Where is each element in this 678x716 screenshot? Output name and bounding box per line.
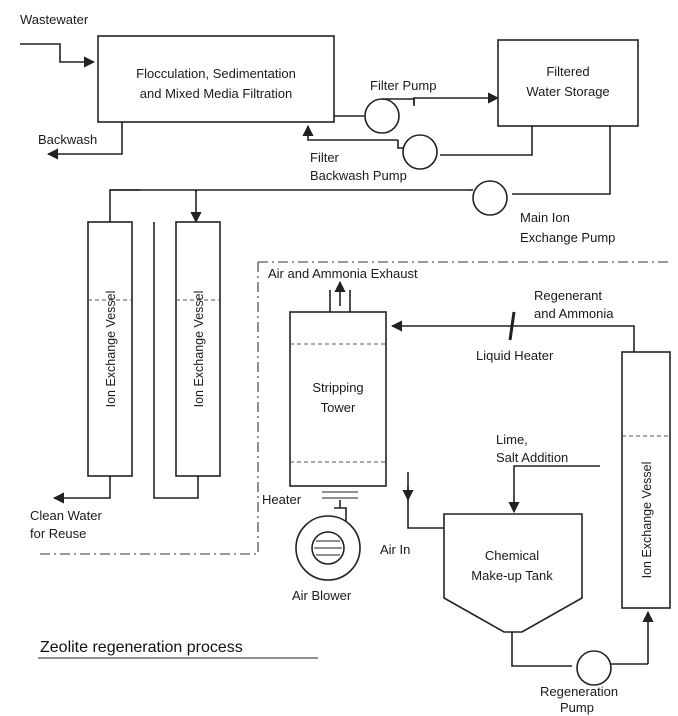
- clean-water-line: [52, 476, 111, 504]
- backwash-label: Backwash: [38, 132, 97, 147]
- wastewater-line: [20, 43, 96, 68]
- main-ion-pump-label-2: Exchange Pump: [520, 230, 615, 245]
- chemical-tank-label-2: Make-up Tank: [471, 568, 553, 583]
- filter-backwash-pump-icon: [397, 134, 438, 170]
- storage-to-backwash-pump-line: [440, 126, 533, 156]
- liquid-heater-mark: [508, 311, 516, 341]
- regenerant-line: [390, 320, 635, 352]
- main-pump-to-vessel-left-line: [109, 189, 197, 222]
- heater-label: Heater: [262, 492, 302, 507]
- wastewater-label: Wastewater: [20, 12, 89, 27]
- flocculation-label-1: Flocculation, Sedimentation: [136, 66, 296, 81]
- liquid-heater-label: Liquid Heater: [476, 348, 554, 363]
- vessel-connection-line: [153, 222, 199, 499]
- regeneration-boundary: [40, 261, 670, 555]
- diagram-title: Zeolite regeneration process: [40, 639, 243, 656]
- regenerant-label-1: Regenerant: [534, 288, 602, 303]
- main-ion-exchange-pump-icon: [468, 180, 508, 216]
- lime-label-1: Lime,: [496, 432, 528, 447]
- backwash-pump-to-floc-line: [302, 124, 398, 141]
- lime-salt-line: [508, 465, 600, 514]
- air-ammonia-exhaust-label: Air and Ammonia Exhaust: [268, 266, 418, 281]
- regenerant-label-2: and Ammonia: [534, 306, 614, 321]
- clean-water-label-1: Clean Water: [30, 508, 102, 523]
- lime-label-2: Salt Addition: [496, 450, 568, 465]
- filter-pump-label: Filter Pump: [370, 78, 436, 93]
- heater-element: [322, 485, 358, 508]
- backwash-line: [46, 122, 123, 160]
- regeneration-pump-icon: [576, 650, 648, 686]
- regeneration-pump-label-2: Pump: [560, 700, 594, 715]
- flocculation-box: [97, 35, 335, 123]
- filtered-storage-label-1: Filtered: [546, 64, 589, 79]
- ion-vessel-right-label: Ion Exchange Vessel: [640, 462, 654, 579]
- storage-to-main-pump-line: [512, 126, 611, 195]
- clean-water-label-2: for Reuse: [30, 526, 86, 541]
- air-in-label: Air In: [380, 542, 410, 557]
- filter-pump-to-storage-line: [413, 92, 500, 104]
- filter-backwash-label-2: Backwash Pump: [310, 168, 407, 183]
- filtered-storage-label-2: Water Storage: [526, 84, 609, 99]
- air-blower-icon: [295, 507, 361, 581]
- filtered-water-storage-box: [497, 39, 639, 127]
- stripping-tower: [289, 311, 387, 487]
- tower-to-tank-line: [407, 486, 444, 529]
- flocculation-label-2: and Mixed Media Filtration: [140, 86, 292, 101]
- regeneration-pump-label-1: Regeneration: [540, 684, 618, 699]
- chemical-makeup-tank: [443, 513, 583, 633]
- filter-pump-icon: [364, 98, 415, 134]
- stripping-tower-label-2: Tower: [321, 400, 356, 415]
- ion-vessel-left-label: Ion Exchange Vessel: [104, 291, 118, 408]
- air-blower-label: Air Blower: [292, 588, 352, 603]
- stripping-tower-label-1: Stripping: [312, 380, 363, 395]
- chemical-tank-label-1: Chemical: [485, 548, 539, 563]
- main-pump-to-vessels-line: [190, 189, 468, 224]
- ion-exchange-vessel-middle: [175, 221, 221, 477]
- ion-vessel-middle-label: Ion Exchange Vessel: [192, 291, 206, 408]
- ion-exchange-vessel-right: [621, 351, 671, 609]
- filter-backwash-label-1: Filter: [310, 150, 340, 165]
- main-ion-pump-label-1: Main Ion: [520, 210, 570, 225]
- tank-to-regen-pump-line: [511, 632, 572, 667]
